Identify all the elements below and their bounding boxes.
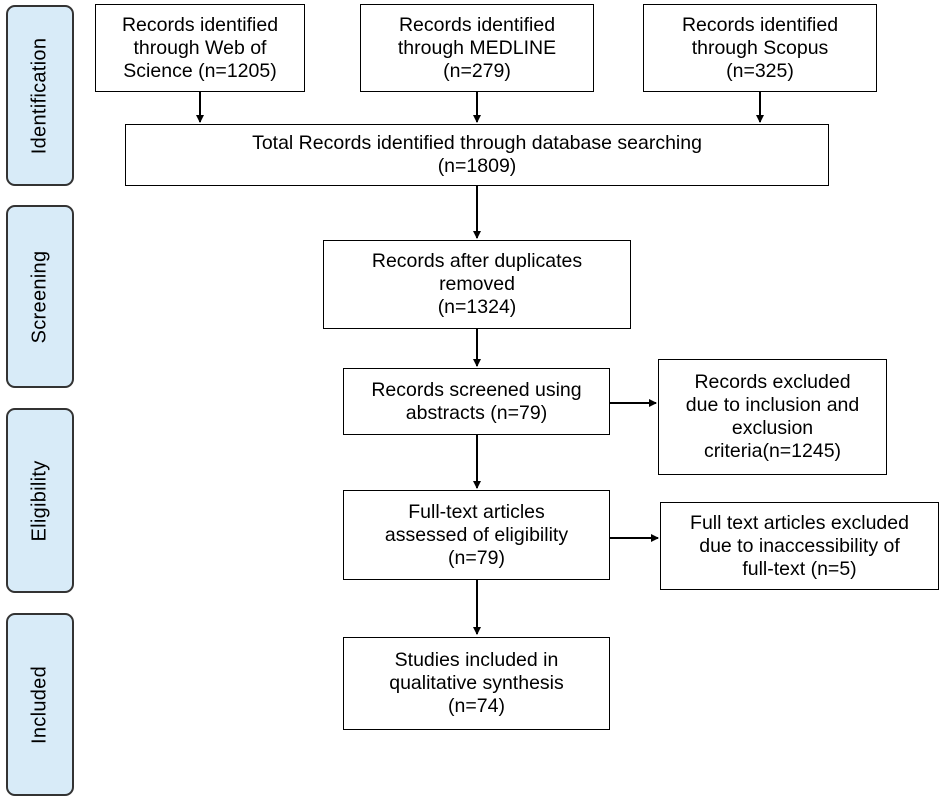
box-duplicates-removed: Records after duplicates removed (n=1324… bbox=[323, 240, 631, 329]
box-line: through Web of bbox=[133, 36, 267, 59]
box-line: Full-text articles bbox=[408, 500, 545, 523]
phase-included: Included bbox=[6, 613, 74, 796]
box-studies-included: Studies included in qualitative synthesi… bbox=[343, 637, 610, 730]
box-line: assessed of eligibility bbox=[384, 523, 569, 546]
box-line: (n=279) bbox=[443, 59, 511, 82]
phase-identification: Identification bbox=[6, 5, 74, 186]
phase-eligibility: Eligibility bbox=[6, 408, 74, 593]
box-line: (n=79) bbox=[448, 546, 505, 569]
box-line: full-text (n=5) bbox=[742, 557, 857, 580]
box-total-records: Total Records identified through databas… bbox=[125, 124, 829, 186]
box-line: Science (n=1205) bbox=[123, 59, 277, 82]
box-line: Records identified bbox=[398, 13, 556, 36]
box-line: Records identified bbox=[121, 13, 279, 36]
box-line: through Scopus bbox=[691, 36, 829, 59]
box-scopus: Records identified through Scopus (n=325… bbox=[643, 4, 877, 92]
box-line: (n=1324) bbox=[437, 296, 517, 318]
box-excluded-full-text: Full text articles excluded due to inacc… bbox=[660, 502, 939, 590]
box-medline: Records identified through MEDLINE (n=27… bbox=[360, 4, 594, 92]
box-line: Total Records identified through databas… bbox=[252, 132, 702, 154]
box-line: through MEDLINE bbox=[397, 36, 557, 59]
box-web-of-science: Records identified through Web of Scienc… bbox=[95, 4, 305, 92]
phase-screening: Screening bbox=[6, 205, 74, 388]
box-line: Records excluded bbox=[694, 371, 851, 393]
box-line: Records after duplicates bbox=[371, 250, 583, 272]
box-line: Studies included in bbox=[394, 649, 559, 671]
box-line: (n=325) bbox=[726, 59, 794, 82]
box-records-screened: Records screened using abstracts (n=79) bbox=[343, 368, 610, 435]
box-line: removed bbox=[439, 273, 515, 295]
box-full-text-assessed: Full-text articles assessed of eligibili… bbox=[343, 490, 610, 580]
box-line: abstracts (n=79) bbox=[405, 401, 548, 424]
box-line: due to inaccessibility of bbox=[699, 534, 900, 557]
box-excluded-criteria: Records excluded due to inclusion and ex… bbox=[658, 359, 887, 475]
box-line: Records screened using bbox=[371, 378, 582, 401]
box-line: exclusion bbox=[731, 417, 814, 439]
box-line: criteria(n=1245) bbox=[703, 440, 842, 462]
box-line: Records identified bbox=[681, 13, 839, 36]
box-line: (n=74) bbox=[448, 695, 505, 717]
box-line: Full text articles excluded bbox=[690, 511, 909, 534]
box-line: qualitative synthesis bbox=[389, 672, 564, 694]
box-line: due to inclusion and bbox=[685, 394, 860, 416]
box-line: (n=1809) bbox=[437, 155, 517, 177]
